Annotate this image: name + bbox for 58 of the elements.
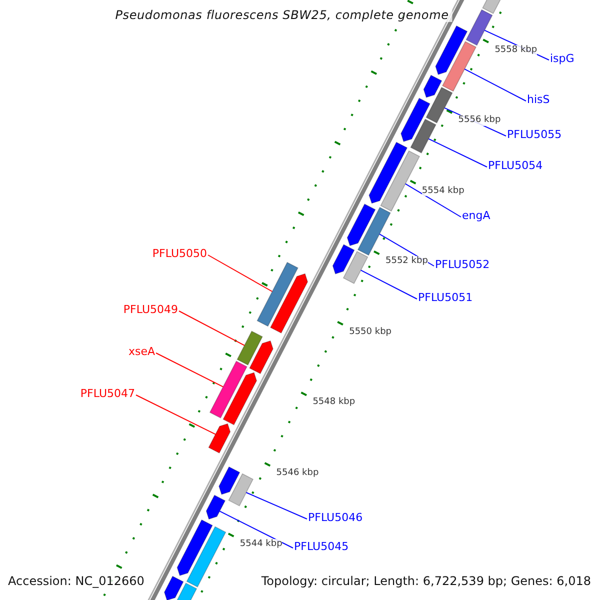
gene-segment [222, 372, 258, 426]
leader-line [219, 510, 294, 548]
gene-segment [368, 142, 408, 204]
leader-line [208, 254, 273, 292]
scale-label: 5548 kbp [312, 397, 356, 408]
leader-line [136, 394, 216, 435]
gene-label: PFLU5047 [80, 387, 135, 400]
gene-label: PFLU5054 [488, 159, 543, 172]
gene-segment [206, 494, 226, 520]
gene-segment [442, 41, 477, 92]
gene-label: PFLU5049 [123, 303, 178, 316]
accession-note: Accession: NC_012660 [8, 574, 144, 588]
leader-line [404, 183, 462, 218]
gene-segment [208, 423, 231, 454]
gene-segment [410, 118, 436, 154]
scale-label: 5558 kbp [494, 44, 538, 56]
gene-segment [236, 330, 263, 366]
gene-segment [256, 262, 298, 327]
gene-label: PFLU5050 [152, 247, 207, 260]
gene-segment [164, 576, 184, 600]
leader-line [156, 352, 224, 388]
gene-segment [423, 74, 442, 98]
gene-segment [466, 9, 493, 46]
gene-label: engA [462, 209, 490, 222]
gene-segment [357, 206, 391, 256]
gene-segment [380, 150, 420, 212]
scale-label: 5544 kbp [240, 538, 282, 550]
gene-label: PFLU5055 [507, 128, 562, 142]
gene-segment [435, 25, 468, 75]
gene-segment [426, 86, 453, 124]
leader-line [464, 68, 526, 102]
gene-segment [186, 526, 226, 588]
genome-summary-note: Topology: circular; Length: 6,722,539 bp; Genes: 6,018 [261, 574, 591, 588]
gene-label: PFLU5052 [435, 258, 490, 272]
scale-label: 5552 kbp [386, 256, 428, 268]
gene-segment [332, 244, 355, 274]
scale-label: 5546 kbp [276, 468, 319, 479]
gene-label: PFLU5051 [418, 291, 473, 304]
gene-segment [176, 519, 213, 576]
leader-line [178, 310, 245, 346]
gene-segment [209, 360, 248, 418]
gene-label: PFLU5045 [294, 540, 349, 554]
scale-label: 5554 kbp [422, 186, 464, 196]
gene-label: ispG [550, 52, 574, 66]
gene-segment [249, 340, 274, 374]
gene-segment [342, 250, 368, 284]
gene-label: xseA [128, 345, 155, 358]
scale-label: 5550 kbp [349, 326, 392, 338]
gene-segment [270, 273, 308, 334]
gene-segment [174, 582, 198, 600]
gene-label: hisS [527, 93, 550, 106]
gene-segment [346, 204, 376, 246]
leader-line [360, 270, 418, 300]
scale-label: 5556 kbp [458, 115, 501, 126]
gene-segment [218, 466, 240, 495]
gene-label: PFLU5046 [308, 511, 363, 524]
gene-segment [400, 98, 430, 142]
gene-segment [228, 473, 254, 506]
